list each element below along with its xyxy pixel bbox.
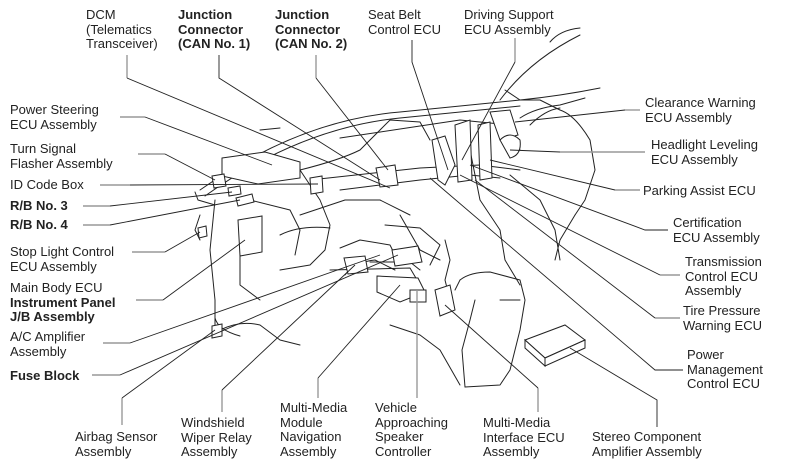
label-windshield-wiper-relay: Windshield Wiper Relay Assembly [181,415,252,460]
label-dcm: DCM (Telematics Transceiver) [86,7,158,52]
label-line: Navigation [280,429,342,444]
label-line: Multi-Media [483,415,551,430]
label-line: DCM [86,7,116,22]
label-stereo-component-amplifier: Stereo Component Amplifier Assembly [592,429,702,459]
label-clearance-warning-ecu: Clearance Warning ECU Assembly [645,95,756,125]
label-line: Control ECU [687,376,760,391]
label-line: J/B Assembly [10,309,95,324]
label-line: Assembly [483,444,540,459]
label-line: Certification [673,215,742,230]
label-line: Airbag Sensor [75,429,158,444]
label-line: Stereo Component [592,429,702,444]
label-line: Interface ECU [483,429,565,445]
label-line: (CAN No. 1) [178,36,251,51]
label-line: Seat Belt [368,7,421,22]
label-line: Multi-Media [280,400,348,415]
label-line: Tire Pressure [683,303,761,318]
label-line: Power [687,347,724,362]
label-line: Parking Assist ECU [643,183,756,198]
center-console [344,259,526,388]
label-line: Speaker [375,429,424,444]
label-line: Turn Signal [10,141,76,156]
label-main-body-ecu: Main Body ECU Instrument Panel J/B Assem… [10,280,116,325]
label-line: Power Steering [10,102,99,117]
label-line: ECU Assembly [464,21,551,37]
label-line: A/C Amplifier [10,329,86,344]
label-line: Assembly [10,343,67,359]
component-shapes [197,109,586,368]
label-line: Transmission [685,254,762,269]
label-line: Controller [375,443,432,459]
label-stop-light-control-ecu: Stop Light Control ECU Assembly [10,244,115,274]
label-airbag-sensor-assembly: Airbag Sensor Assembly [75,429,158,459]
leader-lines [83,38,683,427]
label-ac-amplifier: A/C Amplifier Assembly [10,329,86,359]
label-line: Module [280,414,323,430]
label-line: Control ECU [368,21,441,37]
label-line: (CAN No. 2) [275,36,348,51]
label-line: ECU Assembly [645,109,732,125]
label-line: Junction [178,7,233,22]
label-transmission-control-ecu: Transmission Control ECU Assembly [685,254,762,299]
label-line: ECU Assembly [673,229,760,245]
label-line: Connector [275,21,340,37]
label-line: Management [687,361,763,377]
label-line: R/B No. 3 [10,198,68,213]
label-power-steering-ecu: Power Steering ECU Assembly [10,102,99,132]
label-line: Stop Light Control [10,244,115,259]
label-line: ECU Assembly [10,258,97,274]
label-line: R/B No. 4 [10,217,68,232]
label-rb-no3: R/B No. 3 [10,198,68,214]
label-seat-belt-control-ecu: Seat Belt Control ECU [368,7,441,37]
label-driving-support-ecu: Driving Support ECU Assembly [464,7,554,37]
label-line: ID Code Box [10,177,84,192]
label-line: ECU Assembly [651,151,738,167]
label-line: Main Body ECU [10,280,103,295]
label-id-code-box: ID Code Box [10,177,84,193]
label-tire-pressure-warning-ecu: Tire Pressure Warning ECU [683,303,762,333]
label-fuse-block: Fuse Block [10,368,80,384]
label-line: Driving Support [464,7,554,22]
label-line: (Telematics [86,21,152,37]
label-vehicle-approaching-speaker-controller: Vehicle Approaching Speaker Controller [375,400,448,459]
label-power-management-control-ecu: Power Management Control ECU [687,347,763,392]
label-line: Assembly [280,443,337,459]
label-line: Junction [275,7,330,22]
label-line: Headlight Leveling [651,137,758,152]
dashboard-outline [194,27,601,346]
label-line: Assembly [75,443,132,459]
label-line: Clearance Warning [645,95,756,110]
label-headlight-leveling-ecu: Headlight Leveling ECU Assembly [651,137,758,167]
label-line: Approaching [375,414,448,430]
label-line: Assembly [685,283,742,298]
label-certification-ecu: Certification ECU Assembly [673,215,760,245]
label-rb-no4: R/B No. 4 [10,217,68,233]
label-line: Fuse Block [10,368,80,383]
label-multi-media-module-navigation: Multi-Media Module Navigation Assembly [280,400,348,459]
label-line: Wiper Relay [181,429,252,445]
label-line: Control ECU [685,268,758,284]
label-junction-connector-can1: Junction Connector (CAN No. 1) [178,7,251,52]
label-line: Transceiver) [86,36,158,51]
label-junction-connector-can2: Junction Connector (CAN No. 2) [275,7,348,52]
label-line: Instrument Panel [10,294,116,310]
label-turn-signal-flasher: Turn Signal Flasher Assembly [10,141,113,171]
label-line: Warning ECU [683,317,762,333]
label-line: Windshield [181,415,245,430]
label-line: Connector [178,21,243,37]
label-line: Assembly [181,444,238,459]
label-line: Amplifier Assembly [592,443,702,459]
label-line: Vehicle [375,400,417,415]
label-multi-media-interface-ecu: Multi-Media Interface ECU Assembly [483,415,565,460]
label-line: Flasher Assembly [10,155,113,171]
label-line: ECU Assembly [10,116,97,132]
label-parking-assist-ecu: Parking Assist ECU [643,183,756,199]
